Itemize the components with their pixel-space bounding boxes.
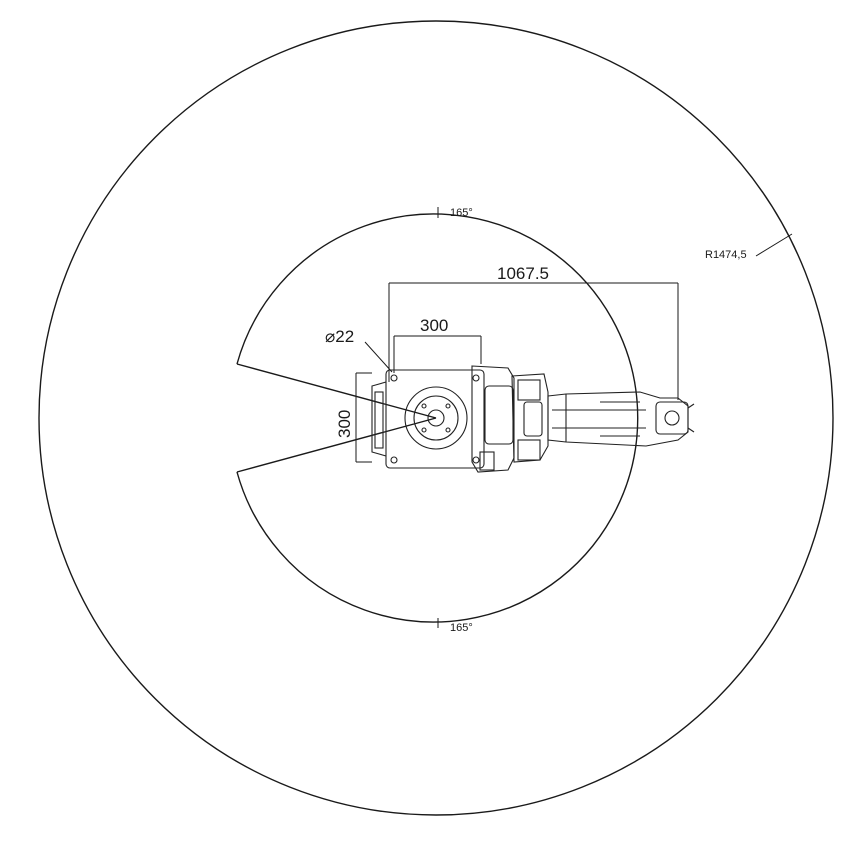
reach-dimension: [388, 282, 679, 400]
reach-dimension-label: 1067.5: [497, 264, 549, 283]
shoulder-motor: [511, 373, 549, 463]
mount-hole-bl: [390, 456, 398, 464]
mount-hole-tr: [472, 374, 480, 382]
hole-leader-line: [364, 341, 393, 373]
robot-flange: [664, 410, 680, 426]
outer-envelope-circle: [38, 20, 834, 816]
inner-envelope-arc: [236, 213, 639, 623]
angle-label-bottom: 165°: [450, 622, 473, 634]
robot-wrist: [655, 401, 689, 435]
base-depth-dimension: [355, 372, 372, 463]
limit-line-lower: [236, 417, 437, 473]
base-depth-label: 300: [335, 410, 354, 438]
robot-top-view: [371, 365, 695, 473]
base-width-label: 300: [420, 316, 448, 335]
robot-turret: [404, 386, 468, 450]
angle-label-top: 165°: [450, 207, 473, 219]
robot-shoulder: [471, 365, 515, 473]
outer-radius-label: R1474,5: [705, 249, 747, 261]
base-width-dimension: [393, 335, 482, 373]
rear-connector: [371, 381, 387, 457]
limit-line-upper: [236, 363, 437, 419]
hole-diameter-label: ⌀22: [325, 327, 354, 346]
radius-leader-line: [755, 233, 793, 257]
mount-hole-br: [472, 456, 480, 464]
robot-base-plate: [385, 369, 485, 469]
mount-hole-tl: [390, 374, 398, 382]
robot-upper-arm: [547, 391, 689, 447]
